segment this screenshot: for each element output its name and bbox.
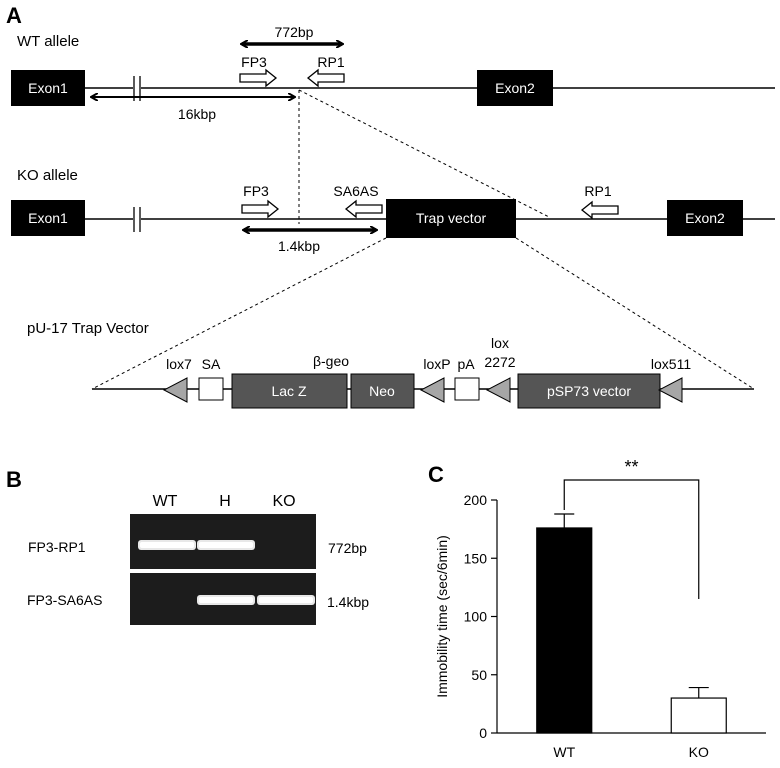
lox7-triangle-icon [162, 377, 188, 403]
sa-box [198, 377, 224, 401]
significance-label: ** [624, 457, 638, 477]
lox511-triangle-icon [657, 377, 683, 403]
pa-label: pA [457, 356, 475, 372]
lox511-label: lox511 [651, 356, 691, 372]
panel-b-letter: B [6, 467, 22, 492]
wt-772bp-label: 772bp [275, 24, 314, 40]
ko-rp1-primer-icon [580, 200, 619, 220]
insertion-guide-lines [298, 89, 550, 224]
ko-exon2-label: Exon2 [685, 210, 725, 226]
ko-fp3-label: FP3 [243, 183, 269, 199]
gel-panel: WT H KO FP3-RP1 FP3-SA6AS 772bp 1.4kbp [27, 493, 369, 625]
lox7-label: lox7 [166, 356, 192, 372]
ko-trap-vector-box [386, 199, 516, 238]
ko-allele: KO allele Exon1 Trap vector Exon2 FP3 SA… [11, 167, 775, 254]
wt-exon1-box [11, 70, 85, 106]
y-tick-label: 50 [471, 667, 487, 683]
panel-c-letter: C [428, 462, 444, 487]
lox2272-triangle-icon [485, 377, 511, 403]
loxp-triangle-icon [419, 377, 445, 403]
ko-rp1-label: RP1 [584, 183, 611, 199]
gel-bands [138, 540, 315, 605]
wt-allele: WT allele Exon1 Exon2 772bp FP3 RP1 16kb… [11, 24, 775, 122]
x-tick-label: KO [689, 744, 709, 760]
y-tick-label: 200 [464, 492, 488, 508]
y-tick-label: 150 [464, 550, 488, 566]
wt-rp1-label: RP1 [317, 54, 344, 70]
loxp-label: loxP [423, 356, 450, 372]
lane-label-h: H [219, 493, 231, 510]
y-tick-label: 0 [479, 725, 487, 741]
wt-exon1-label: Exon1 [28, 80, 68, 96]
psp73-label: pSP73 vector [547, 383, 631, 399]
ko-sa6as-primer-icon [344, 199, 383, 219]
immobility-bar-chart: Immobility time (sec/6min) ** 0 50 100 150 2… [434, 457, 766, 760]
bar-wt [536, 527, 593, 734]
ko-exon1-box [11, 200, 85, 236]
wt-fp3-primer-icon [239, 68, 278, 88]
primer-label-fp3-sa6as: FP3-SA6AS [27, 592, 102, 608]
vector-expansion-lines [91, 237, 755, 390]
lane-label-wt: WT [153, 493, 178, 510]
beta-geo-label: β-geo [313, 353, 349, 369]
gel-band-core [199, 542, 253, 548]
ko-trap-vector-label: Trap vector [416, 210, 487, 226]
vector-title: pU-17 Trap Vector [27, 320, 149, 337]
wt-16kbp-label: 16kbp [178, 106, 216, 122]
wt-allele-label: WT allele [17, 33, 79, 50]
lane-label-ko: KO [272, 493, 295, 510]
lox2272-label-top: lox [491, 335, 509, 351]
wt-exon2-box [477, 70, 553, 106]
y-tick-label: 100 [464, 609, 488, 625]
neo-box [350, 373, 415, 409]
gel-band-core [199, 597, 253, 603]
panel-a-letter: A [6, 3, 22, 28]
lacz-label: Lac Z [271, 383, 306, 399]
lox2272-label-bottom: 2272 [484, 354, 515, 370]
ko-exon1-label: Exon1 [28, 210, 68, 226]
gel-band-core [259, 597, 313, 603]
ko-1-4kbp-label: 1.4kbp [278, 238, 320, 254]
wt-rp1-primer-icon [306, 68, 345, 88]
ko-allele-label: KO allele [17, 167, 78, 184]
pa-box [454, 377, 480, 401]
ko-exon2-box [667, 200, 743, 236]
bar-ko [670, 697, 727, 734]
sa-label: SA [202, 356, 221, 372]
trap-vector-detail: pU-17 Trap Vector lox7 SA β-geo Lac Z Ne… [27, 320, 754, 409]
y-axis-label: Immobility time (sec/6min) [434, 535, 450, 698]
size-label-772bp: 772bp [328, 540, 367, 556]
ko-break-mark [133, 207, 141, 232]
psp73-box [517, 373, 661, 409]
ko-fp3-primer-icon [241, 199, 280, 219]
significance-bracket [563, 479, 700, 600]
ko-sa6as-label: SA6AS [333, 183, 378, 199]
primer-label-fp3-rp1: FP3-RP1 [28, 539, 86, 555]
wt-exon2-label: Exon2 [495, 80, 535, 96]
size-label-1-4kbp: 1.4kbp [327, 594, 369, 610]
x-tick-label: WT [553, 744, 575, 760]
lacz-box [231, 373, 348, 409]
neo-label: Neo [369, 383, 395, 399]
wt-fp3-label: FP3 [241, 54, 267, 70]
gel-band-core [140, 542, 194, 548]
